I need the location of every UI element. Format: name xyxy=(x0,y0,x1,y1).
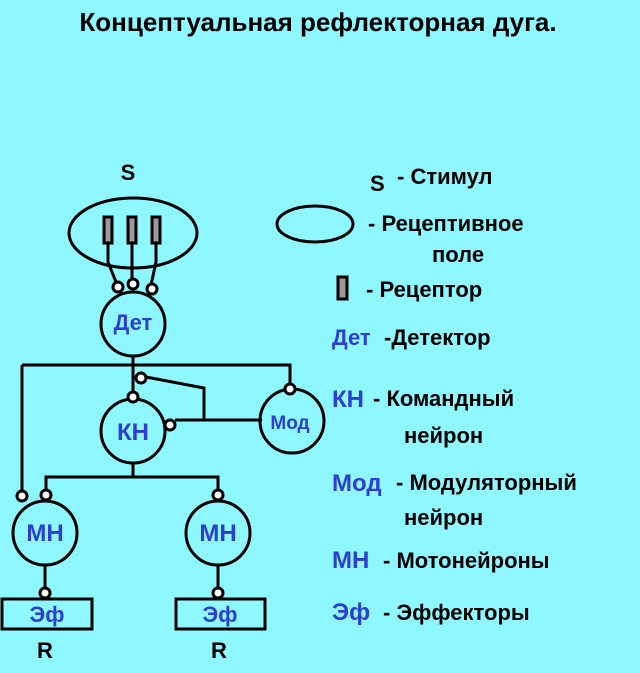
legend-effectors-symbol: Эф xyxy=(332,599,370,626)
legend-detector-symbol: Дет xyxy=(332,325,371,350)
effector-right xyxy=(174,597,267,631)
bus-det xyxy=(22,363,292,384)
synapse xyxy=(38,586,52,600)
synapse xyxy=(211,488,225,502)
detector-label: Дет xyxy=(114,310,153,335)
mod-feedback xyxy=(145,375,206,420)
synapse xyxy=(283,382,297,396)
synapse xyxy=(145,282,159,296)
page-title: Концептуальная рефлекторная дуга. xyxy=(79,7,556,37)
legend-stimulus-symbol: S xyxy=(370,171,385,196)
synapse xyxy=(211,586,225,600)
legend-effectors-text: - Эффекторы xyxy=(383,600,530,625)
legend-command-neuron-text-2: нейрон xyxy=(404,423,483,448)
legend-receptive-field-text-1: - Рецептивное xyxy=(368,211,524,236)
receptors xyxy=(102,215,162,245)
synapse xyxy=(15,489,29,503)
legend-receptor-text: - Рецептор xyxy=(366,277,482,302)
legend-receptor-icon xyxy=(336,275,349,301)
receptor-2 xyxy=(126,215,138,245)
response-left-label: R xyxy=(37,638,53,663)
legend: S - Стимул - Рецептивное поле - Рецептор… xyxy=(275,164,577,626)
command-neuron-label: КН xyxy=(117,419,149,446)
legend-command-neuron-symbol: КН xyxy=(332,386,364,413)
motoneuron-right-label: МН xyxy=(199,520,236,547)
effector-right-label: Эф xyxy=(203,602,238,627)
stimulus-label: S xyxy=(121,160,136,185)
bus-kn-mn xyxy=(44,475,220,491)
legend-receptive-field-icon xyxy=(275,204,355,244)
legend-command-neuron-text-1: - Командный xyxy=(373,386,514,411)
legend-modulatory-neuron-text-2: нейрон xyxy=(404,505,483,530)
synapse xyxy=(111,280,125,294)
node-labels: Дет КН Мод МН МН Эф Эф xyxy=(26,310,309,627)
effector-left-label: Эф xyxy=(30,602,65,627)
synapse xyxy=(134,371,148,385)
effector-left xyxy=(0,597,94,631)
synapse xyxy=(126,277,140,291)
legend-stimulus-text: - Стимул xyxy=(397,164,493,189)
synapse xyxy=(39,488,53,502)
motoneuron-left-label: МН xyxy=(26,520,63,547)
response-right-label: R xyxy=(211,638,227,663)
synapse xyxy=(126,390,140,404)
legend-modulatory-neuron-text-1: - Модуляторный xyxy=(396,470,577,495)
modulatory-neuron-label: Мод xyxy=(270,413,309,434)
receptor-connections xyxy=(106,243,158,286)
legend-receptive-field-text-2: поле xyxy=(432,242,484,267)
legend-motoneurons-text: - Мотонейроны xyxy=(383,548,550,573)
legend-motoneurons-symbol: МН xyxy=(332,547,369,574)
legend-detector-text: -Детектор xyxy=(384,325,491,350)
receptor-1 xyxy=(102,215,114,245)
legend-modulatory-neuron-symbol: Мод xyxy=(332,470,382,497)
synapse xyxy=(163,418,177,432)
receptor-3 xyxy=(150,215,162,245)
diagram: S xyxy=(0,160,326,631)
